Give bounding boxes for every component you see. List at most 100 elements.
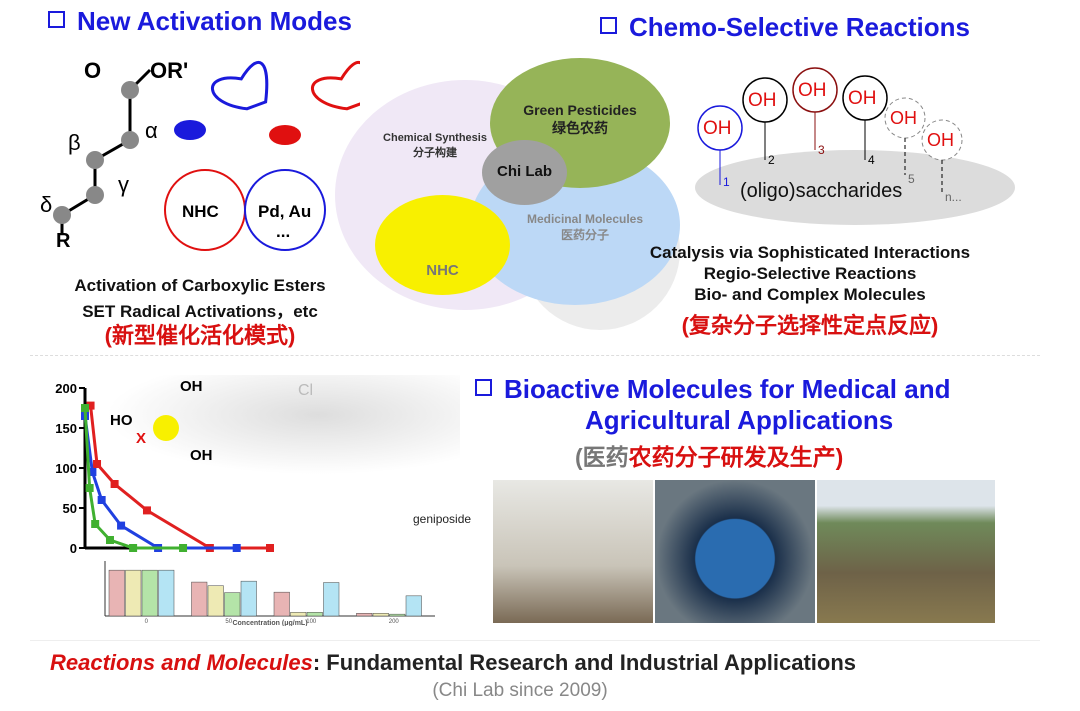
bar-s2 — [207, 585, 224, 617]
delta-label: δ — [40, 192, 53, 217]
data-point-red — [93, 460, 102, 468]
c-glycoside-highlight — [153, 415, 179, 441]
medicinal-cn: 医药分子 — [560, 228, 609, 242]
cn-red: 农药分子研发及生产) — [628, 444, 844, 470]
bioactive-cn: (医药农药分子研发及生产) — [575, 438, 843, 472]
bar-s1 — [356, 613, 373, 617]
data-point-green — [105, 536, 114, 544]
data-point-blue — [117, 521, 126, 530]
data-point-blue — [97, 496, 106, 504]
bar-s1 — [191, 581, 208, 617]
position-1: 1 — [723, 175, 730, 189]
activation-line-2: SET Radical Activations，etc — [82, 302, 318, 321]
bar-s2 — [125, 569, 142, 617]
geniposide-label: geniposide — [413, 512, 472, 526]
position-3: 3 — [818, 143, 825, 157]
position-n: n... — [945, 190, 962, 204]
metal-cycle-label: Pd, Au — [258, 202, 312, 221]
data-point-red — [142, 506, 151, 515]
oh-label-4: OH — [848, 88, 877, 109]
green-pesticides-en: Green Pesticides — [523, 102, 637, 118]
title-text: Chemo-Selective Reactions — [629, 12, 971, 42]
photo-reactor — [655, 480, 815, 623]
bar-s1 — [273, 591, 290, 617]
y-tick-label: 200 — [55, 381, 77, 396]
ester-activation-diagram — [53, 60, 360, 251]
footer-line: Reactions and Molecules: Fundamental Res… — [50, 650, 856, 676]
activation-cn: (新型催化活化模式) — [104, 323, 296, 348]
oh-bottom: OH — [190, 447, 213, 464]
position-2: 2 — [768, 153, 775, 167]
x-tick-label: 200 — [389, 619, 400, 625]
bar-s2 — [372, 613, 389, 617]
bar-s4 — [158, 569, 175, 617]
series-line-green — [83, 407, 184, 550]
x-label: X — [136, 430, 147, 447]
ester-label: OR' — [150, 58, 189, 83]
footer-since: (Chi Lab since 2009) — [432, 680, 608, 701]
position-5: 5 — [908, 172, 915, 186]
data-point-blue — [88, 468, 97, 476]
beta-label: β — [68, 130, 81, 155]
data-point-red — [266, 544, 274, 552]
y-tick-label: 0 — [70, 541, 77, 556]
position-4: 4 — [868, 153, 875, 167]
oh-label-6: OH — [927, 130, 954, 150]
data-point-green — [179, 544, 188, 552]
bar-s3 — [141, 569, 158, 617]
title-line-2: Agricultural Applications — [585, 405, 894, 435]
gamma-label: γ — [118, 172, 129, 197]
chi-lab-label: Chi Lab — [497, 163, 552, 180]
oh-label-2: OH — [748, 90, 777, 111]
x-tick-label: 50 — [225, 619, 232, 625]
oxygen-label: O — [84, 58, 102, 83]
x-tick-label: 0 — [145, 619, 149, 625]
r-group-label: R — [56, 230, 71, 252]
section-title-bioactive: Bioactive Molecules for Medical and — [475, 374, 950, 405]
y-tick-label: 50 — [63, 501, 77, 516]
bar-s3 — [389, 613, 406, 617]
bar-s2 — [290, 612, 307, 617]
survival-line-chart: 0 50 100 150 200 — [55, 381, 274, 556]
saccharides-label: (oligo)saccharides — [740, 180, 903, 202]
data-point-green — [91, 520, 100, 528]
series-line-blue — [83, 415, 237, 550]
footer-italic: Reactions and Molecules — [50, 650, 313, 675]
divider-footer — [30, 640, 1040, 641]
oh-label-3: OH — [798, 80, 827, 101]
checkbox-bullet-icon — [600, 17, 617, 34]
y-tick-label: 150 — [55, 421, 77, 436]
chemo-line-2: Regio-Selective Reactions — [703, 264, 917, 283]
data-point-green — [85, 484, 94, 492]
x-tick-label: 100 — [306, 619, 317, 625]
cl-label: Cl — [298, 382, 314, 399]
bar-s4 — [405, 595, 422, 617]
x-axis-label: Concentration (μg/mL) — [232, 620, 307, 626]
section-title-activation: New Activation Modes — [48, 6, 352, 37]
chemo-line-1: Catalysis via Sophisticated Interactions — [649, 243, 971, 262]
bar-s4 — [323, 582, 340, 617]
chem-synthesis-cn: 分子构建 — [413, 147, 457, 159]
data-point-blue — [232, 544, 241, 552]
venn-nhc — [375, 195, 510, 295]
photo-field — [817, 480, 995, 623]
divider — [30, 355, 1040, 356]
bar-s4 — [240, 580, 257, 617]
title-text: New Activation Modes — [77, 6, 352, 36]
bar-s3 — [306, 612, 323, 617]
photo-potted-plants — [493, 480, 653, 623]
bar-s3 — [224, 592, 241, 617]
green-pesticides-cn: 绿色农药 — [552, 120, 608, 136]
hydroxyl-pins — [697, 67, 963, 195]
y-tick-label: 100 — [55, 461, 77, 476]
oh-top: OH — [180, 378, 203, 395]
footer-rest: : Fundamental Research and Industrial Ap… — [312, 650, 857, 675]
oh-label-1: OH — [703, 118, 732, 139]
chem-synthesis-en: Chemical Synthesis — [383, 132, 487, 144]
nhc-venn-label: NHC — [426, 262, 459, 279]
activation-line-1: Activation of Carboxylic Esters — [74, 276, 326, 295]
nhc-cycle-label: NHC — [182, 202, 219, 221]
bar-s1 — [108, 569, 125, 617]
alpha-label: α — [145, 118, 158, 143]
chemo-line-3: Bio- and Complex Molecules — [694, 285, 926, 304]
